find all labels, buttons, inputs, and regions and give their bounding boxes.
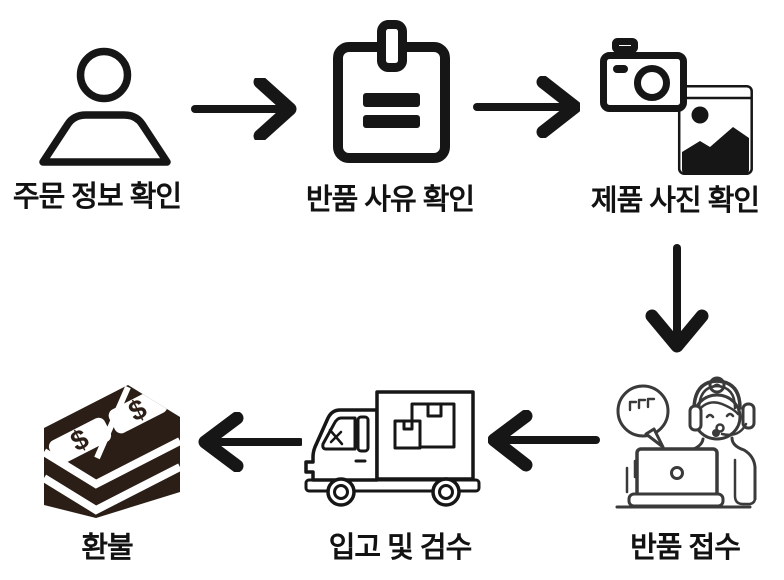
step-label-product-photo: 제품 사진 확인 <box>590 185 760 217</box>
support-agent-icon <box>615 376 757 509</box>
step-label-return-reason: 반품 사유 확인 <box>305 184 475 216</box>
return-tag-icon <box>333 20 450 163</box>
photo-part <box>677 84 753 175</box>
user-icon <box>39 47 171 166</box>
step-label-return-reception: 반품 접수 <box>630 532 741 564</box>
flow-arrow-left-2 <box>198 412 302 472</box>
flow-arrow-right-1 <box>191 78 297 140</box>
camera-part <box>600 38 687 112</box>
flow-arrow-left-1 <box>488 410 600 472</box>
flow-arrow-down <box>645 244 709 353</box>
cash-stack-icon: $ $ <box>44 385 180 518</box>
windshield-sparkle-icon <box>328 428 344 446</box>
flow-arrow-right-2 <box>473 76 580 138</box>
step-label-receiving-inspection: 입고 및 검수 <box>328 532 473 564</box>
step-label-order-info: 주문 정보 확인 <box>12 181 182 213</box>
step-label-refund: 환불 <box>81 532 133 564</box>
cash-band-left: $ <box>48 417 112 465</box>
delivery-truck-icon <box>304 390 481 507</box>
camera-photo-icon <box>600 38 753 175</box>
quote-marks-icon <box>628 397 656 412</box>
